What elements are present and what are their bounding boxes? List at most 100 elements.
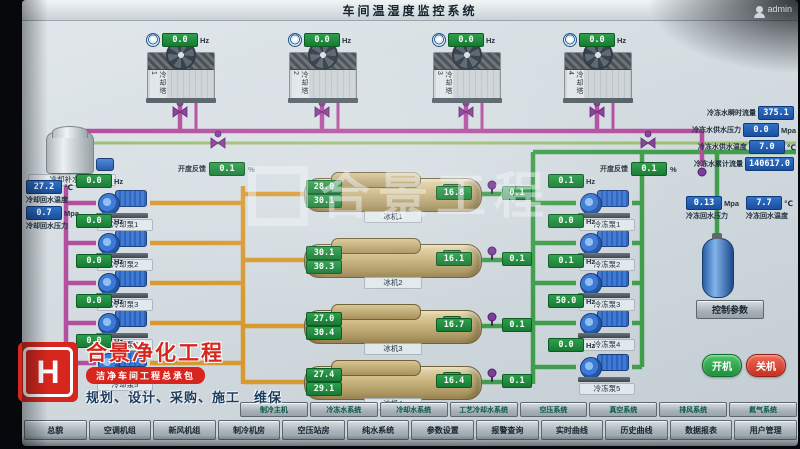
makeup-pump[interactable] [96, 158, 114, 171]
user-label: admin [767, 4, 792, 14]
flow-total-value: 140617.0 [745, 157, 794, 171]
cooling-return-pressure: 0.7 Mpa 冷却回水压力 [26, 206, 79, 231]
nav-row-pages: 总貌 空调机组 新风机组 制冷机房 空压站房 纯水系统 参数设置 报警查询 实时… [24, 420, 797, 440]
user-indicator: admin [754, 4, 792, 18]
supply-pressure-value: 0.0 [743, 123, 779, 137]
chiller2-valve: 0.1 [502, 252, 532, 266]
chiller-label: 冰机2 [364, 277, 422, 289]
supply-pressure-label: 冷冻水供水压力 [692, 127, 741, 134]
cooling-tower-2[interactable]: 冷却塔2 [288, 40, 358, 103]
chilled-pump-2[interactable] [576, 228, 632, 258]
cooling-tower-4[interactable]: 冷却塔4 [563, 40, 633, 103]
nav-button[interactable]: 工艺冷却水系统 [449, 402, 518, 417]
nav-button[interactable]: 实时曲线 [540, 420, 604, 440]
freq-unit: Hz [586, 216, 596, 226]
cooling-tower-3[interactable]: 冷却塔3 [432, 40, 502, 103]
pump-label: 冷却泵5 [97, 379, 153, 391]
pump-label: 冷冻泵5 [579, 383, 635, 395]
chilled-pump-1[interactable] [576, 188, 632, 218]
chilled-return-pressure: 0.13 Mpa 冷冻回水压力 [686, 196, 739, 221]
nav-button[interactable]: 参数设置 [411, 420, 475, 440]
nav-button[interactable]: 报警查询 [476, 420, 539, 440]
cooling-return-temp-value: 27.2 [26, 180, 62, 194]
cooling-pump-5[interactable] [94, 348, 150, 378]
chiller-label: 冰机3 [364, 343, 422, 355]
cooling-pump1-freq: 0.0 Hz [76, 174, 123, 188]
nav-button[interactable]: 制冷主机 [240, 402, 308, 417]
makeup-water-tank[interactable] [46, 126, 94, 178]
tower2-freq-value: 0.0 [304, 33, 340, 47]
pump-base [96, 213, 148, 218]
tower-label: 冷却塔3 [436, 70, 453, 99]
nav-button[interactable]: 用户管理 [734, 420, 797, 440]
nav-button[interactable]: 空压系统 [519, 402, 588, 417]
pump-base [578, 213, 630, 218]
nav-button[interactable]: 数据报表 [669, 420, 733, 440]
start-button[interactable]: 开机 [702, 354, 742, 377]
chiller3-chw-out: 16.7 [436, 318, 472, 332]
chiller1-cond-out: 30.1 [306, 194, 342, 208]
freq-unit: Hz [586, 256, 596, 266]
chilled-pump-5[interactable] [576, 352, 632, 382]
chiller4-cond-out: 29.1 [306, 382, 342, 396]
flow-total-label: 冷冻水累计流量 [694, 161, 744, 168]
tower4-freq-value: 0.0 [579, 33, 615, 47]
valve-feedback-label: 开度反馈 [600, 166, 628, 173]
gauge-icon [288, 33, 302, 47]
pump-volute-icon [98, 353, 120, 375]
chiller1-cond-in: 28.0 [306, 180, 342, 194]
pump-volute-icon [98, 313, 120, 335]
pump-volute-icon [580, 273, 602, 295]
tower3-freq-unit: Hz [486, 35, 496, 45]
valve-feedback-left: 开度反馈 0.1 % [178, 162, 255, 176]
nav-button[interactable]: 空调机组 [88, 420, 152, 440]
stop-button[interactable]: 关机 [746, 354, 786, 377]
valve-feedback-unit: % [670, 164, 677, 174]
nav-button[interactable]: 纯水系统 [346, 420, 410, 440]
freq-unit: Hz [586, 296, 596, 306]
user-icon [754, 5, 766, 18]
expansion-tank[interactable] [702, 233, 734, 298]
tower3-freq-value: 0.0 [448, 33, 484, 47]
nav-button[interactable]: 氮气系统 [729, 402, 797, 417]
cooling-pump-2[interactable] [94, 228, 150, 258]
chilled-pump4-freq: 50.0 Hz [548, 294, 595, 308]
tower2-freq-unit: Hz [342, 35, 352, 45]
chilled-pump-3[interactable] [576, 268, 632, 298]
cooling-pump5-freq: 0.0 Hz [76, 334, 123, 348]
nav-button[interactable]: 总貌 [24, 420, 87, 440]
chiller1-chw-out: 16.8 [436, 186, 472, 200]
nav-button[interactable]: 真空系统 [589, 402, 658, 417]
freq-unit: Hz [114, 336, 124, 346]
flow-inst-label: 冷冻水瞬时流量 [707, 110, 756, 117]
valve-icons [172, 99, 656, 149]
valve-feedback-right: 开度反馈 0.1 % [600, 162, 677, 176]
pump-volute-icon [580, 193, 602, 215]
nav-button[interactable]: 历史曲线 [605, 420, 668, 440]
nav-button[interactable]: 空压站房 [282, 420, 345, 440]
freq-value: 0.0 [76, 174, 112, 188]
nav-button[interactable]: 冷却水系统 [379, 402, 448, 417]
tower4-freq-meter: 0.0 Hz [563, 33, 626, 47]
nav-button[interactable]: 新风机组 [153, 420, 216, 440]
cooling-pump-1[interactable] [94, 188, 150, 218]
chiller1-valve: 0.1 [502, 186, 532, 200]
chilled-return-pressure-unit: Mpa [724, 198, 739, 208]
control-params-button[interactable]: 控制参数 [696, 300, 764, 319]
freq-value: 50.0 [548, 294, 584, 308]
chilled-pump-4[interactable] [576, 308, 632, 338]
freq-value: 0.0 [548, 214, 584, 228]
chilled-pump5-freq: 0.0 Hz [548, 338, 595, 352]
nav-button[interactable]: 冷冻水系统 [309, 402, 378, 417]
nav-button[interactable]: 排风系统 [659, 402, 728, 417]
freq-unit: Hz [586, 340, 596, 350]
pump-base [96, 333, 148, 338]
freq-value: 0.0 [76, 254, 112, 268]
pump-label: 冷冻泵2 [579, 259, 635, 271]
freq-unit: Hz [114, 296, 124, 306]
chiller3-cond-in: 27.0 [306, 312, 342, 326]
cooling-tower-1[interactable]: 冷却塔1 [146, 40, 216, 103]
chiller-label: 冰机1 [364, 211, 422, 223]
pump-base [578, 293, 630, 298]
nav-button[interactable]: 制冷机房 [217, 420, 281, 440]
